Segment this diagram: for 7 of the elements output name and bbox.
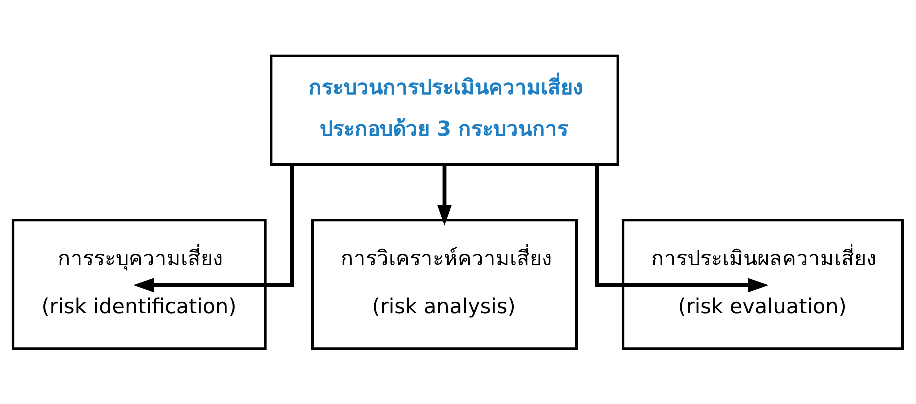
node-box: การวิเคราะห์ความเสี่ยง (risk analysis) <box>311 218 578 350</box>
arrow <box>437 164 452 226</box>
node-box: การระบุความเสี่ยง (risk identification) <box>12 218 267 350</box>
arrow <box>595 164 769 292</box>
node-box: การประเมินผลความเสี่ยง (risk evaluation) <box>622 218 904 350</box>
arrow <box>134 164 294 292</box>
node-box: กระบวนการประเมินความเสี่ยง ประกอบด้วย 3 กระบวนการ <box>270 54 620 166</box>
